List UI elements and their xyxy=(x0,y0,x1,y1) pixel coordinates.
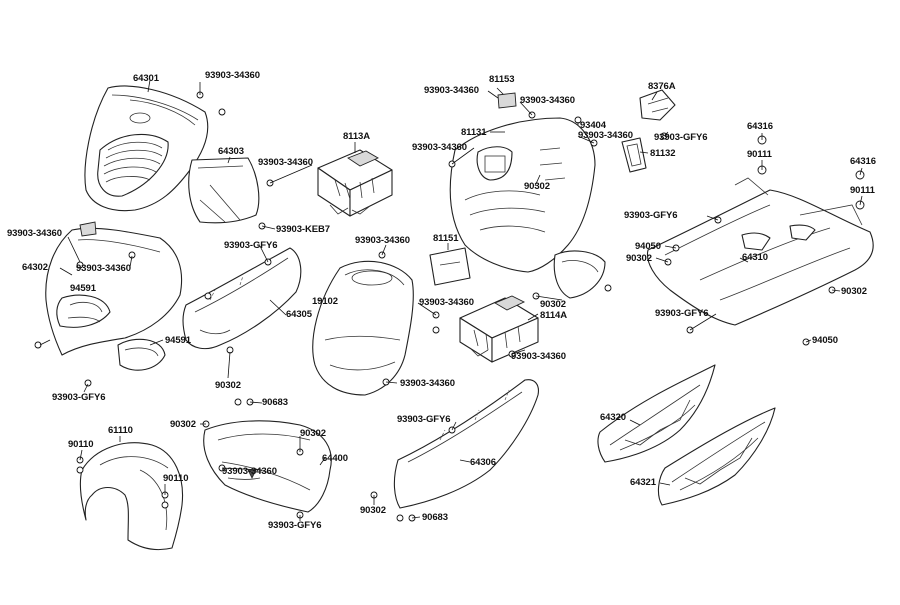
label-90110-b: 90110 xyxy=(163,473,189,484)
label-93903-34360-i: 93903-34360 xyxy=(355,235,410,246)
part-61110-front-fender xyxy=(79,442,184,551)
label-93903-gfy6-d: 93903-GFY6 xyxy=(624,210,678,221)
label-8376a: 8376A xyxy=(648,81,676,92)
label-81151: 81151 xyxy=(433,233,459,244)
label-93903-34360-l: 93903-34360 xyxy=(400,378,455,389)
label-90302-f: 90302 xyxy=(170,419,196,430)
label-81153: 81153 xyxy=(489,74,515,85)
label-90111-a: 90111 xyxy=(747,149,772,160)
label-93903-gfy6-g: 93903-GFY6 xyxy=(397,414,451,425)
label-93903-34360-f: 93903-34360 xyxy=(520,95,575,106)
label-93903-34360-g: 93903-34360 xyxy=(578,130,633,141)
part-64301-front-shield xyxy=(84,85,209,212)
label-93903-34360-k: 93903-34360 xyxy=(511,351,566,362)
part-19102-seat-bucket xyxy=(312,260,414,396)
part-64321-decal xyxy=(657,407,776,506)
label-90302-h: 90302 xyxy=(360,505,386,516)
label-93903-gfy6-b: 93903-GFY6 xyxy=(52,392,106,403)
label-94591-b: 94591 xyxy=(165,335,191,346)
leader-lines xyxy=(39,82,863,521)
label-93903-34360-e: 93903-34360 xyxy=(424,85,479,96)
part-64310-floor-board xyxy=(646,177,874,326)
part-64320-decal xyxy=(597,364,716,463)
label-94050-b: 94050 xyxy=(812,335,838,346)
label-19102: 19102 xyxy=(312,296,338,307)
label-8114a: 8114A xyxy=(540,310,567,321)
label-93903-34360-h: 93903-34360 xyxy=(412,142,467,153)
label-64306: 64306 xyxy=(470,457,496,468)
label-90302-a: 90302 xyxy=(215,380,241,391)
label-93903-34360-b: 93903-34360 xyxy=(258,157,313,168)
part-81131-center-cover xyxy=(449,117,606,299)
part-64306-side-skirt xyxy=(393,379,539,509)
label-64400: 64400 xyxy=(322,453,348,464)
label-64316-a: 64316 xyxy=(747,121,773,132)
part-81132-gasket xyxy=(621,137,647,173)
part-8114a-box xyxy=(459,295,539,363)
part-64400-lower-cover xyxy=(203,420,332,513)
part-64305-inner-panel xyxy=(182,247,302,350)
label-93903-34360-a: 93903-34360 xyxy=(205,70,260,81)
part-8376a-bracket xyxy=(639,89,676,121)
label-90110-a: 90110 xyxy=(68,439,94,450)
label-64320: 64320 xyxy=(600,412,626,423)
label-64303: 64303 xyxy=(218,146,244,157)
label-93903-34360-j: 93903-34360 xyxy=(419,297,474,308)
label-94591-a: 94591 xyxy=(70,283,96,294)
label-93903-gfy6-e: 93903-GFY6 xyxy=(655,308,709,319)
part-8113a-box xyxy=(317,149,393,217)
label-90683-b: 90683 xyxy=(422,512,448,523)
label-64302: 64302 xyxy=(22,262,48,273)
part-64302-front-cover xyxy=(45,221,183,371)
label-81132: 81132 xyxy=(650,148,676,159)
label-81131: 81131 xyxy=(461,127,487,138)
label-90302-e: 90302 xyxy=(540,299,566,310)
label-64301: 64301 xyxy=(133,73,159,84)
label-90302-b: 90302 xyxy=(524,181,550,192)
label-93903-gfy6-f: 93903-GFY6 xyxy=(268,520,322,531)
label-61110: 61110 xyxy=(108,425,133,436)
label-93903-gfy6-c: 93903-GFY6 xyxy=(654,132,708,143)
label-64305: 64305 xyxy=(286,309,312,320)
label-93903-keb7: 93903-KEB7 xyxy=(276,224,330,235)
label-64316-b: 64316 xyxy=(850,156,876,167)
label-64321: 64321 xyxy=(630,477,656,488)
label-94050-a: 94050 xyxy=(635,241,661,252)
label-93404: 93404 xyxy=(580,120,606,131)
label-90302-g: 90302 xyxy=(300,428,326,439)
label-93903-34360-c: 93903-34360 xyxy=(7,228,62,239)
label-90111-b: 90111 xyxy=(850,185,875,196)
label-8113a: 8113A xyxy=(343,131,370,142)
label-90302-d: 90302 xyxy=(841,286,867,297)
label-90683-a: 90683 xyxy=(262,397,288,408)
label-64310: 64310 xyxy=(742,252,768,263)
label-90302-c: 90302 xyxy=(626,253,652,264)
label-93903-34360-d: 93903-34360 xyxy=(76,263,131,274)
part-81153-clip xyxy=(497,92,517,109)
label-93903-34360-m: 93903-34360 xyxy=(222,466,277,477)
part-64303-panel xyxy=(188,157,260,224)
label-93903-gfy6-a: 93903-GFY6 xyxy=(224,240,278,251)
part-81151-sheet xyxy=(429,247,471,286)
